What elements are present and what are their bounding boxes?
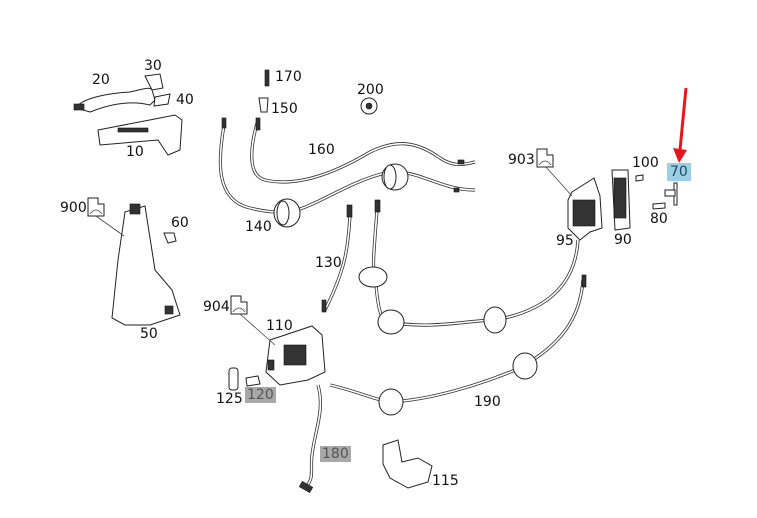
callout-95[interactable]: 95 (556, 233, 574, 249)
assembly-kit-icon (87, 197, 105, 217)
callout-160[interactable]: 160 (308, 142, 335, 158)
part-95-lock[interactable] (567, 177, 603, 241)
assembly-kit-icon (536, 148, 554, 168)
part-170-spring[interactable] (264, 69, 270, 87)
part-110-lock[interactable] (265, 325, 326, 386)
callout-115[interactable]: 115 (432, 473, 459, 489)
callout-120[interactable]: 120 (245, 387, 276, 403)
part-70-plate[interactable] (664, 182, 678, 206)
callout-140[interactable]: 140 (245, 219, 272, 235)
part-200-grommet[interactable] (360, 97, 378, 115)
cable-160[interactable] (250, 117, 476, 184)
callout-904[interactable]: 904 (203, 299, 230, 315)
part-20-handle[interactable] (73, 87, 156, 113)
part-150[interactable] (258, 97, 269, 113)
callout-80[interactable]: 80 (650, 211, 668, 227)
part-115-shield[interactable] (382, 439, 433, 489)
callout-903[interactable]: 903 (508, 152, 535, 168)
callout-130[interactable]: 130 (315, 255, 342, 271)
callout-190[interactable]: 190 (474, 394, 501, 410)
part-100[interactable] (635, 174, 644, 182)
callout-100[interactable]: 100 (632, 155, 659, 171)
part-50-bracket[interactable] (111, 203, 181, 326)
callout-50[interactable]: 50 (140, 326, 158, 342)
callout-180[interactable]: 180 (320, 446, 351, 462)
part-90[interactable] (611, 169, 631, 231)
callout-20[interactable]: 20 (92, 72, 110, 88)
part-120-screw[interactable] (245, 375, 261, 387)
callout-10[interactable]: 10 (126, 144, 144, 160)
assembly-kit-icon (230, 295, 248, 315)
part-30[interactable] (144, 73, 164, 91)
callout-200[interactable]: 200 (357, 82, 384, 98)
cable-180[interactable] (298, 384, 323, 494)
cable-140[interactable] (218, 117, 476, 228)
cable-190[interactable] (329, 274, 587, 416)
callout-110[interactable]: 110 (266, 318, 293, 334)
part-125[interactable] (228, 367, 239, 391)
callout-900[interactable]: 900 (60, 200, 87, 216)
part-80-screw[interactable] (652, 202, 666, 210)
part-60-screw[interactable] (163, 232, 177, 244)
part-10-carrier[interactable] (97, 114, 183, 156)
callout-70[interactable]: 70 (667, 163, 691, 181)
callout-125[interactable]: 125 (216, 391, 243, 407)
callout-60[interactable]: 60 (171, 215, 189, 231)
cable-95[interactable] (358, 199, 580, 335)
callout-150[interactable]: 150 (271, 101, 298, 117)
callout-40[interactable]: 40 (176, 92, 194, 108)
red-arrow-icon (673, 87, 688, 163)
callout-170[interactable]: 170 (275, 69, 302, 85)
part-40[interactable] (153, 93, 171, 107)
cable-130[interactable] (321, 204, 353, 313)
callout-30[interactable]: 30 (144, 58, 162, 74)
callout-90[interactable]: 90 (614, 232, 632, 248)
